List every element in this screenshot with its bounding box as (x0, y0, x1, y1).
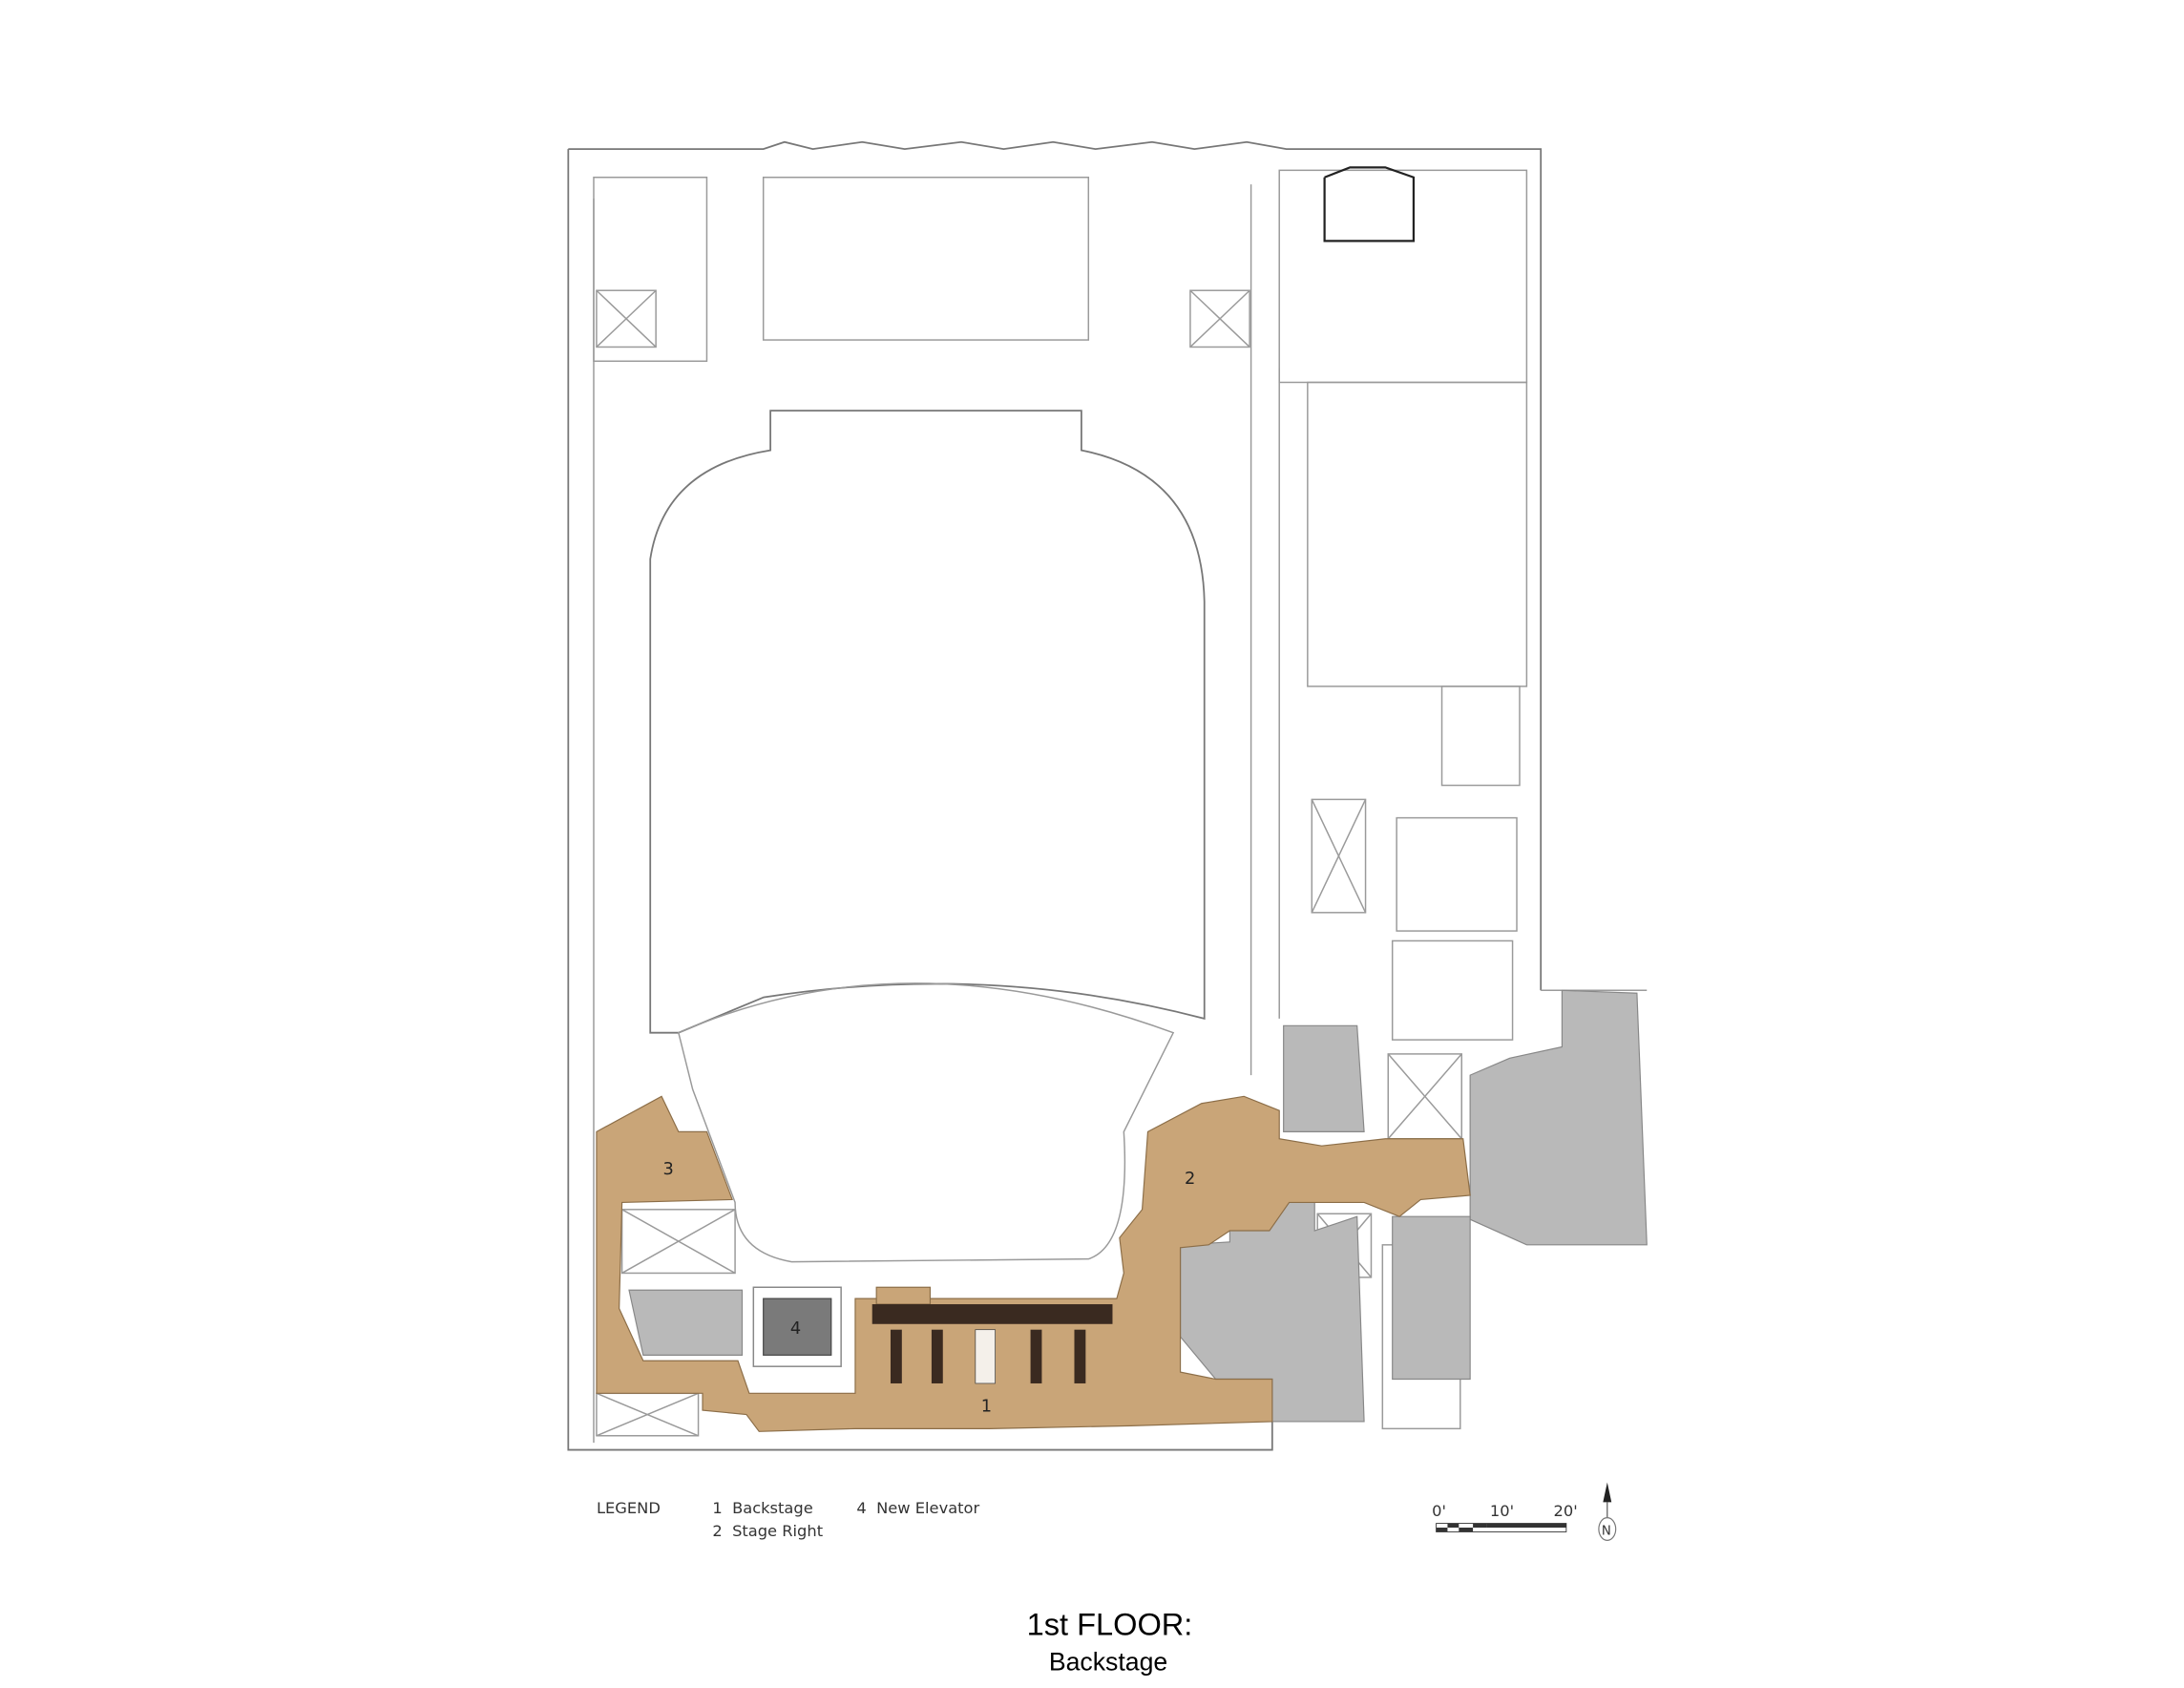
backstage-furniture (872, 1304, 1113, 1384)
gray-area-stair (1283, 1024, 1365, 1132)
scale-tick-0: 0' (1432, 1502, 1446, 1520)
scale-tick-10: 10' (1490, 1502, 1514, 1520)
auditorium-outline (649, 410, 1206, 1034)
gray-area-corridor (1392, 1215, 1471, 1381)
north-label: N (1602, 1524, 1611, 1538)
legend-item-backstage: 1 Backstage (712, 1499, 812, 1517)
service-areas (628, 989, 1648, 1423)
drawing-title: 1st FLOOR: (1027, 1608, 1193, 1642)
gray-area-east-annex (1469, 989, 1648, 1246)
tan-annex (875, 1286, 932, 1305)
north-arrow-icon: N (1598, 1482, 1617, 1541)
area-label-2: 2 (1185, 1170, 1195, 1189)
drawing-subtitle: Backstage (1049, 1648, 1167, 1677)
area-label-1: 1 (981, 1398, 992, 1417)
legend-heading: LEGEND (597, 1499, 661, 1517)
area-label-3: 3 (663, 1160, 674, 1179)
scale-bar: 0' 10' 20' (1432, 1502, 1578, 1532)
area-backstage-and-stage-left (596, 1095, 1471, 1432)
new-elevator (763, 1298, 832, 1356)
stair-west (628, 1289, 744, 1356)
legend-item-new-elevator: 4 New Elevator (856, 1499, 979, 1517)
area-label-4: 4 (790, 1319, 801, 1339)
legend: LEGEND 1 Backstage 2 Stage Right 4 New E… (597, 1499, 980, 1540)
scale-tick-20: 20' (1554, 1502, 1578, 1520)
legend-item-stage-right: 2 Stage Right (712, 1522, 823, 1540)
building-walls (567, 140, 1648, 1451)
stage-outline (677, 982, 1175, 1263)
